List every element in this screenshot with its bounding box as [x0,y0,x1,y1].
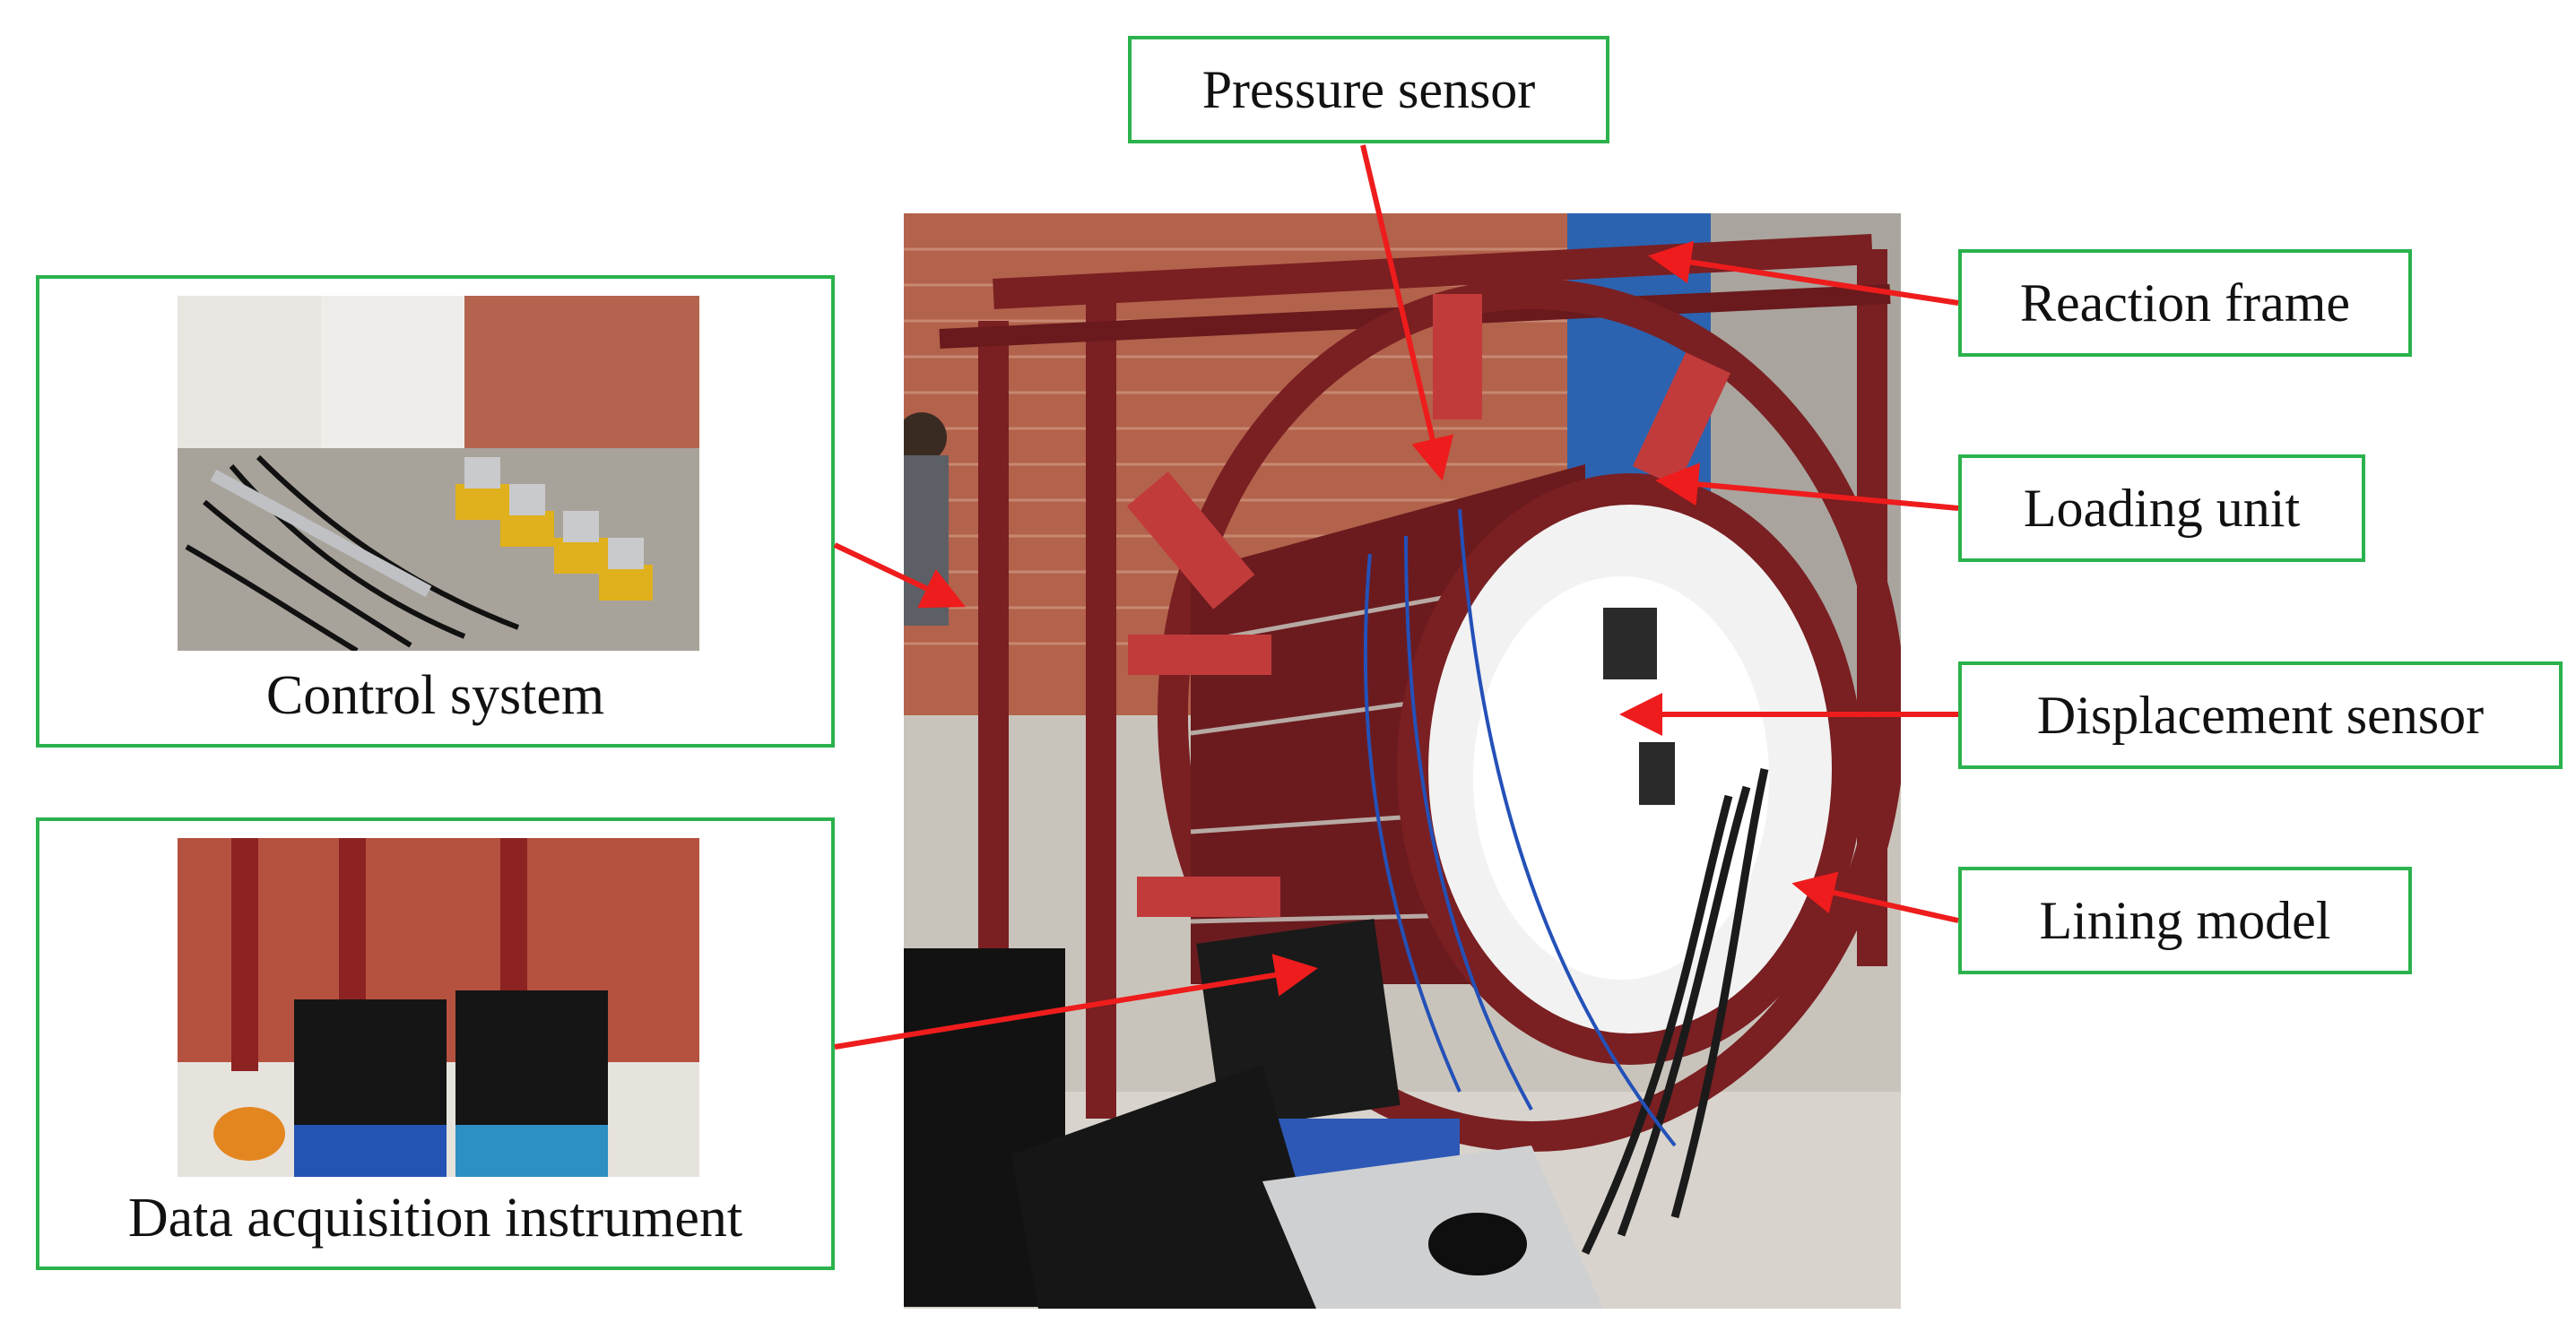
loading-unit-label: Loading unit [1958,454,2365,562]
reaction-frame-arrow [1648,240,1959,306]
control-system-arrow [833,542,966,609]
lining-model-label: Lining model [1958,867,2412,974]
displacement-sensor-label: Displacement sensor [1958,661,2563,769]
main-photo [904,213,1901,1309]
data-acquisition-photo [178,838,699,1177]
data-acquisition-panel: Data acquisition instrument [36,817,835,1270]
control-system-caption: Control system [265,665,605,726]
data-acquisition-caption: Data acquisition instrument [127,1188,743,1249]
data-acquisition-arrow [834,954,1318,1050]
control-system-photo [178,296,699,651]
loading-unit-arrow [1655,463,1959,511]
lining-model-arrow [1791,871,1959,923]
pressure-sensor-arrow [1360,144,1454,481]
main-photo-illustration [904,213,1901,1309]
pressure-sensor-label: Pressure sensor [1128,36,1609,143]
control-system-illustration [178,296,699,651]
data-acquisition-illustration [178,838,699,1177]
reaction-frame-label: Reaction frame [1958,249,2412,357]
control-system-panel: Control system [36,275,835,748]
